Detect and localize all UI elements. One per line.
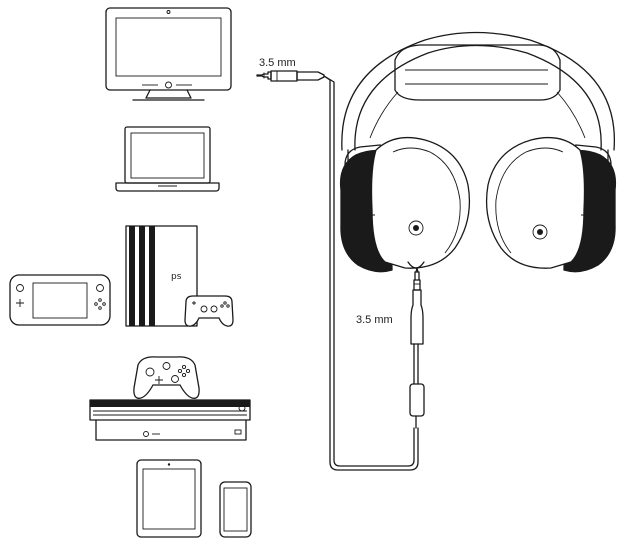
gamepad-icon	[184, 295, 234, 327]
tablet-icon	[136, 459, 202, 538]
bottom-3.5mm-plug-icon	[410, 267, 424, 345]
monitor-icon	[105, 7, 232, 101]
headphones-icon	[339, 31, 617, 273]
top-3.5mm-plug-icon	[256, 70, 325, 82]
laptop-icon	[115, 126, 220, 192]
xbox-controller-icon	[133, 356, 200, 399]
inline-remote-icon	[409, 343, 425, 429]
bottom-jack-label: 3.5 mm	[356, 314, 393, 326]
handheld-console-icon	[9, 274, 111, 326]
xbox-console-icon	[89, 399, 251, 441]
ps4-pro-console-icon: ps	[125, 225, 198, 327]
top-jack-label: 3.5 mm	[259, 57, 296, 69]
svg-text:ps: ps	[171, 272, 182, 282]
smartphone-icon	[219, 481, 252, 538]
audio-cable	[256, 70, 425, 471]
